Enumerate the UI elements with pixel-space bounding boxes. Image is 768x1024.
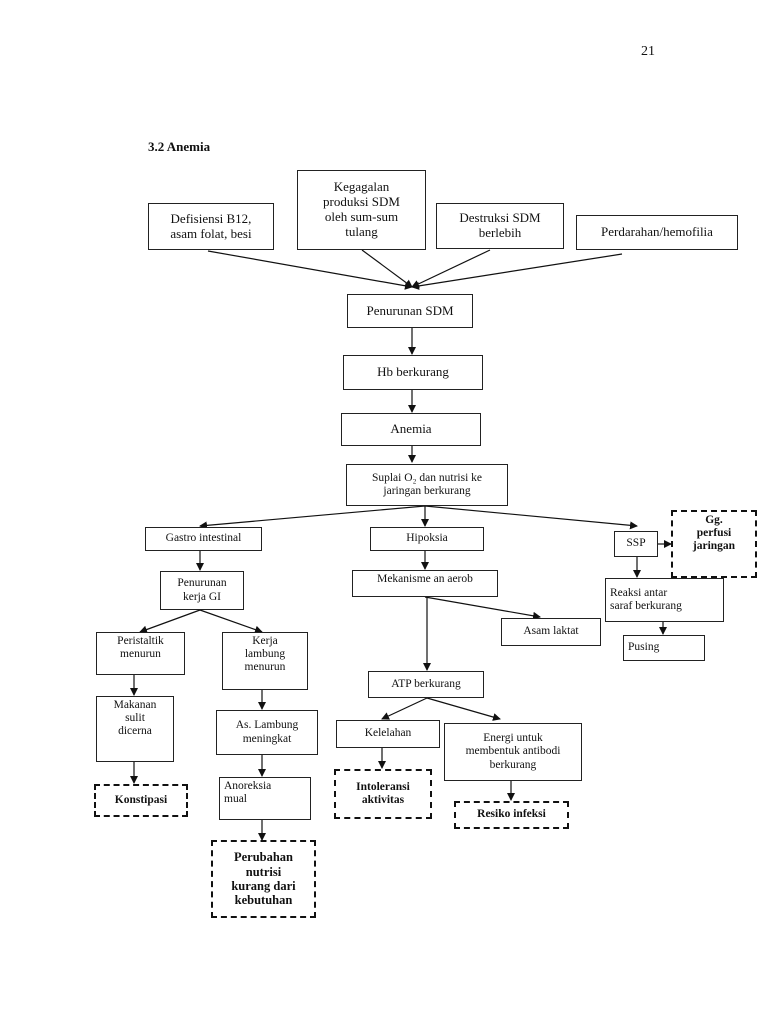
node-hipoksia: Hipoksia	[370, 527, 484, 551]
node-kelelahan: Kelelahan	[336, 720, 440, 748]
node-as-lambung: As. Lambung meningkat	[216, 710, 318, 755]
node-hb-berkurang: Hb berkurang	[343, 355, 483, 390]
arrow-mekanisme-asamlaktat	[424, 596, 541, 620]
node-pusing: Pusing	[623, 635, 705, 661]
node-konstipasi: Konstipasi	[94, 784, 188, 817]
node-intoleransi: Intoleransi aktivitas	[334, 769, 432, 819]
node-kegagalan: Kegagalan produksi SDM oleh sum-sum tula…	[297, 170, 426, 250]
node-gastro: Gastro intestinal	[145, 527, 262, 551]
node-destruksi: Destruksi SDM berlebih	[436, 203, 564, 249]
node-anemia: Anemia	[341, 413, 481, 446]
node-peristaltik: Peristaltik menurun	[96, 632, 185, 675]
node-penurunan-gi: Penurunan kerja GI	[160, 571, 244, 610]
node-ssp: SSP	[614, 531, 658, 557]
arrow-suplai-gastro	[199, 505, 426, 530]
arrow-kegagalan-penurunan	[361, 249, 413, 288]
node-perdarahan: Perdarahan/hemofilia	[576, 215, 738, 250]
node-penurunan-sdm: Penurunan SDM	[347, 294, 473, 328]
node-atp: ATP berkurang	[368, 671, 484, 698]
arrow-destruksi-penurunan	[411, 249, 491, 288]
node-perubahan: Perubahan nutrisi kurang dari kebutuhan	[211, 840, 316, 918]
node-reaksi: Reaksi antar saraf berkurang	[605, 578, 724, 622]
arrow-atp-kelelahan	[381, 697, 428, 720]
node-defisiensi: Defisiensi B12, asam folat, besi	[148, 203, 274, 250]
node-asam-laktat: Asam laktat	[501, 618, 601, 646]
node-suplai: Suplai O₂ dan nutrisi ke jaringan berkur…	[346, 464, 508, 506]
node-energi: Energi untuk membentuk antibodi berkuran…	[444, 723, 582, 781]
node-mekanisme: Mekanisme an aerob	[352, 570, 498, 597]
arrow-suplai-ssp	[424, 505, 638, 530]
section-title: 3.2 Anemia	[148, 139, 211, 154]
arrow-penurunangi-peristaltik	[139, 609, 201, 634]
arrow-defisiensi-penurunan	[207, 250, 413, 290]
arrow-penurunangi-kerja	[199, 609, 263, 634]
node-gg-perfusi: Gg. perfusi jaringan	[671, 510, 757, 578]
arrow-perdarahan-penurunan	[411, 253, 623, 290]
page-number: 21	[641, 44, 655, 59]
node-kerja-lambung: Kerja lambung menurun	[222, 632, 308, 690]
node-resiko: Resiko infeksi	[454, 801, 569, 829]
node-anoreksia: Anoreksia mual	[219, 777, 311, 820]
arrow-atp-energi	[426, 697, 501, 721]
node-makanan: Makanan sulit dicerna	[96, 696, 174, 762]
